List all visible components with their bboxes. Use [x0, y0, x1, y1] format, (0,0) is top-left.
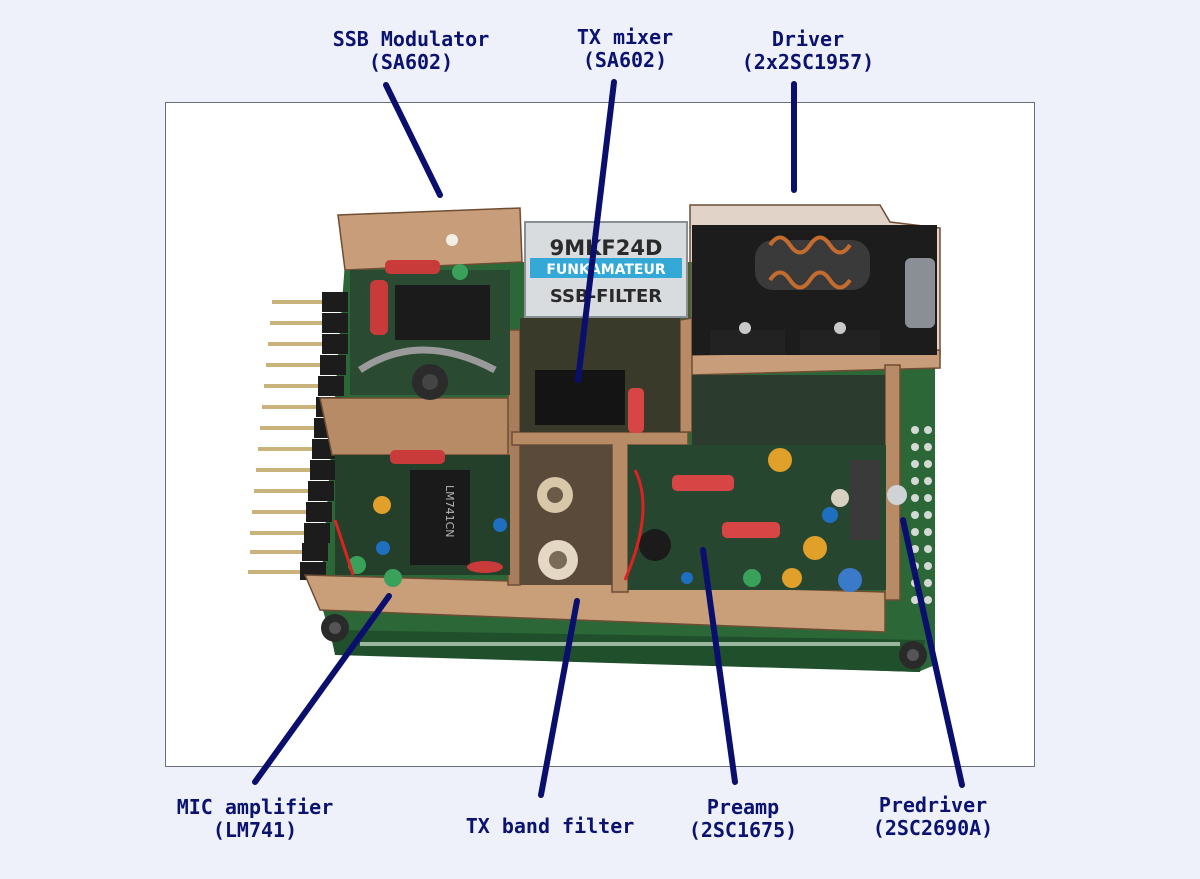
label-driver-part: (2x2SC1957): [741, 50, 875, 74]
label-tx-band-filter: TX band filter: [450, 815, 650, 838]
label-preamp: Preamp (2SC1675): [676, 796, 810, 842]
label-preamp-name: Preamp: [706, 795, 780, 819]
leader-line-predriver: [900, 517, 965, 788]
filter-model-text: 9MKF24D: [550, 236, 663, 260]
label-tx-mixer-part: (SA602): [582, 48, 668, 72]
label-predriver-part: (2SC2690A): [872, 816, 994, 840]
label-tx-mixer: TX mixer (SA602): [560, 26, 690, 72]
filter-type-text: SSB-FILTER: [550, 286, 662, 307]
leader-line-preamp: [700, 547, 738, 785]
label-tx-band-filter-name: TX band filter: [465, 814, 635, 838]
label-predriver-name: Predriver: [878, 793, 988, 817]
label-tx-mixer-name: TX mixer: [576, 25, 674, 49]
label-ssb-modulator-part: (SA602): [368, 50, 454, 74]
label-mic-amplifier-name: MIC amplifier: [176, 795, 334, 819]
power-transistors: [710, 258, 935, 540]
ic-marking-text: LM741CN: [443, 485, 456, 538]
label-ssb-modulator-name: SSB Modulator: [332, 27, 490, 51]
label-mic-amplifier-part: (LM741): [212, 818, 298, 842]
filter-brand-text: FUNKAMATEUR: [546, 262, 665, 278]
leader-line-tx-band-filter: [538, 598, 580, 798]
label-driver-name: Driver: [771, 27, 845, 51]
leader-lines: [252, 79, 965, 798]
label-mic-amplifier: MIC amplifier (LM741): [160, 796, 350, 842]
label-driver: Driver (2x2SC1957): [728, 28, 888, 74]
integrated-circuits: LM741CN: [395, 285, 625, 565]
label-preamp-part: (2SC1675): [688, 818, 798, 842]
label-predriver: Predriver (2SC2690A): [860, 794, 1006, 840]
leader-line-mic-amplifier: [252, 593, 392, 785]
label-ssb-modulator: SSB Modulator (SA602): [316, 28, 506, 74]
band-filter-coils: [537, 477, 578, 580]
leader-line-tx-mixer: [575, 79, 617, 383]
toroids: [358, 235, 870, 400]
crystal-filter: 9MKF24D FUNKAMATEUR SSB-FILTER: [524, 221, 688, 318]
passive-components: [333, 260, 862, 592]
leader-line-ssb-modulator: [383, 82, 443, 198]
